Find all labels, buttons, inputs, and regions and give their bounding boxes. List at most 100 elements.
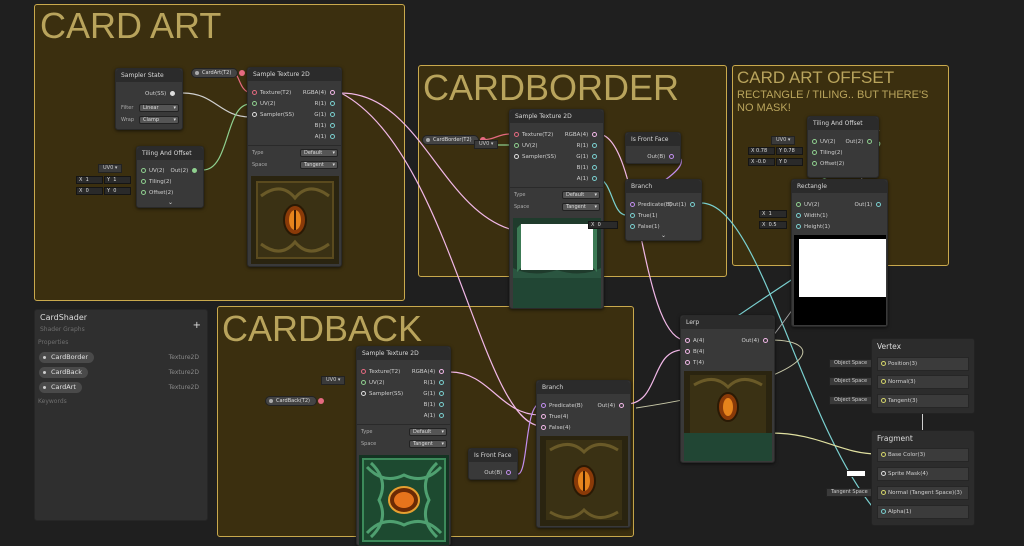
sample-texture-border-node[interactable]: Sample Texture 2D Texture(T2) UV(2) Samp…: [509, 109, 604, 309]
vertex-normal-space-tag[interactable]: Object Space: [829, 377, 873, 386]
output-r-row[interactable]: R(1): [577, 141, 600, 151]
add-property-button[interactable]: +: [192, 320, 201, 331]
uv-channel-tag[interactable]: UV0 ▾: [321, 376, 346, 385]
input-offset-row[interactable]: Offset(2): [812, 159, 844, 169]
port-icon[interactable]: [541, 425, 546, 430]
tiling-x-field[interactable]: X 1: [76, 176, 103, 184]
port-icon[interactable]: [812, 150, 817, 155]
space-dropdown[interactable]: Tangent: [409, 440, 447, 448]
expand-chevron-icon[interactable]: ⌄: [661, 232, 667, 239]
filter-dropdown[interactable]: Linear: [139, 104, 179, 112]
port-icon[interactable]: [439, 413, 444, 418]
property-cardart[interactable]: CardArt: [39, 382, 82, 393]
port-icon[interactable]: [252, 90, 257, 95]
port-icon[interactable]: [592, 165, 597, 170]
rectangle-height-field[interactable]: X 0.5: [759, 221, 787, 229]
input-t-row[interactable]: T(4): [685, 358, 704, 368]
lerp-node[interactable]: Lerp A(4) B(4) T(4) Out(4): [680, 315, 775, 463]
output-r-row[interactable]: R(1): [315, 99, 338, 109]
output-row[interactable]: Out(1): [854, 200, 884, 210]
port-icon[interactable]: [514, 154, 519, 159]
port-icon[interactable]: [685, 338, 690, 343]
sample-texture-back-node[interactable]: Sample Texture 2D Texture(T2) UV(2) Samp…: [356, 346, 451, 546]
port-icon[interactable]: [170, 91, 175, 96]
output-b-row[interactable]: B(1): [577, 163, 600, 173]
output-row[interactable]: Out(4): [597, 401, 627, 411]
vertex-tangent-block[interactable]: Tangent(3): [877, 394, 969, 408]
port-icon[interactable]: [541, 403, 546, 408]
port-icon[interactable]: [812, 161, 817, 166]
port-icon[interactable]: [514, 132, 519, 137]
input-true-row[interactable]: True(1): [630, 211, 657, 221]
uv-channel-tag[interactable]: UV0 ▾: [771, 136, 796, 145]
output-rgba-row[interactable]: RGBA(4): [565, 130, 600, 140]
tiling-offset-offset-node[interactable]: Tiling And Offset UV(2) Tiling(2) Offset…: [807, 116, 879, 178]
branch-back-node[interactable]: Branch Predicate(B) True(4) False(4) Out…: [536, 380, 631, 528]
branch-border-node[interactable]: Branch Predicate(B) True(1) False(1) Out…: [625, 179, 702, 241]
wrap-dropdown[interactable]: Clamp: [139, 116, 179, 124]
output-row[interactable]: Out(4): [741, 336, 771, 346]
input-width-row[interactable]: Width(1): [796, 211, 828, 221]
input-uv-row[interactable]: UV(2): [361, 378, 385, 388]
port-icon[interactable]: [881, 398, 886, 403]
space-dropdown[interactable]: Tangent: [300, 161, 338, 169]
port-icon[interactable]: [867, 139, 872, 144]
vertex-position-space-tag[interactable]: Object Space: [829, 359, 873, 368]
input-sampler-row[interactable]: Sampler(SS): [361, 389, 403, 399]
port-icon[interactable]: [514, 143, 519, 148]
port-icon[interactable]: [439, 369, 444, 374]
output-rgba-row[interactable]: RGBA(4): [412, 367, 447, 377]
space-dropdown[interactable]: Tangent: [562, 203, 600, 211]
input-offset-row[interactable]: Offset(2): [141, 188, 173, 198]
output-row[interactable]: Out(1): [668, 200, 698, 210]
fragment-sprite-mask-block[interactable]: Sprite Mask(4): [877, 467, 969, 481]
input-true-row[interactable]: True(4): [541, 412, 568, 422]
output-b-row[interactable]: B(1): [424, 400, 447, 410]
port-icon[interactable]: [330, 101, 335, 106]
port-icon[interactable]: [763, 338, 768, 343]
port-icon[interactable]: [592, 176, 597, 181]
fragment-alpha-block[interactable]: Alpha(1): [877, 505, 969, 519]
vertex-normal-block[interactable]: Normal(3): [877, 375, 969, 389]
group-card-art[interactable]: [34, 4, 405, 301]
port-icon[interactable]: [690, 202, 695, 207]
port-icon[interactable]: [330, 123, 335, 128]
port-icon[interactable]: [439, 391, 444, 396]
output-port-row[interactable]: Out(SS): [145, 89, 178, 99]
input-sampler-row[interactable]: Sampler(SS): [514, 152, 556, 162]
port-icon[interactable]: [630, 224, 635, 229]
port-icon[interactable]: [252, 101, 257, 106]
input-false-row[interactable]: False(4): [541, 423, 571, 433]
uv-channel-tag[interactable]: UV0 ▾: [474, 140, 499, 149]
input-uv-row[interactable]: UV(2): [812, 137, 836, 147]
port-icon[interactable]: [239, 70, 246, 76]
port-icon[interactable]: [881, 471, 886, 476]
port-icon[interactable]: [361, 369, 366, 374]
is-front-face-node-2[interactable]: Is Front Face Out(B): [468, 448, 518, 480]
property-chip-cardborder[interactable]: CardBorder(T2): [422, 135, 486, 145]
output-a-row[interactable]: A(1): [424, 411, 447, 421]
sprite-mask-swatch[interactable]: [846, 470, 866, 477]
tiling-offset-art-node[interactable]: Tiling And Offset UV(2) Tiling(2) Offset…: [136, 146, 204, 208]
input-tiling-row[interactable]: Tiling(2): [141, 177, 172, 187]
port-icon[interactable]: [330, 90, 335, 95]
output-rgba-row[interactable]: RGBA(4): [303, 88, 338, 98]
port-icon[interactable]: [330, 134, 335, 139]
offset-x-field[interactable]: X 0: [76, 187, 103, 195]
tiling-x-field[interactable]: X 0.78: [748, 147, 775, 155]
offset-x-field[interactable]: X -0.0: [748, 158, 775, 166]
input-uv-row[interactable]: UV(2): [796, 200, 820, 210]
input-uv-row[interactable]: UV(2): [252, 99, 276, 109]
port-icon[interactable]: [796, 213, 801, 218]
vertex-tangent-space-tag[interactable]: Object Space: [829, 396, 873, 405]
input-uv-row[interactable]: UV(2): [514, 141, 538, 151]
port-icon[interactable]: [317, 398, 324, 404]
type-dropdown[interactable]: Default: [409, 428, 447, 436]
is-front-face-node-1[interactable]: Is Front Face Out(B): [625, 132, 681, 164]
input-texture-row[interactable]: Texture(T2): [514, 130, 553, 140]
port-icon[interactable]: [141, 168, 146, 173]
vertex-stack[interactable]: Vertex Position(3) Normal(3) Tangent(3): [871, 338, 975, 414]
offset-y-field[interactable]: Y 0: [104, 187, 131, 195]
output-g-row[interactable]: G(1): [576, 152, 600, 162]
sample-texture-art-node[interactable]: Sample Texture 2D Texture(T2) UV(2) Samp…: [247, 67, 342, 267]
